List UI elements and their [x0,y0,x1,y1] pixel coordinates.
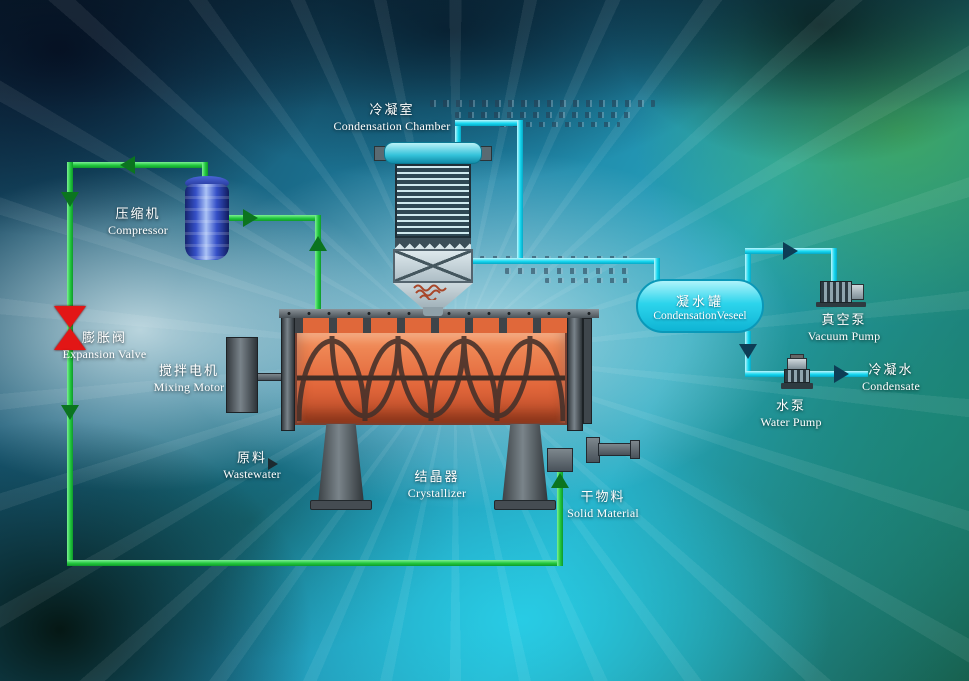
chamber-fins [395,238,471,249]
label-condensation-chamber: 冷凝室 Condensation Chamber [312,102,472,134]
chamber-brace [393,249,473,283]
label-crystallizer: 结晶器 Crystallizer [388,469,486,501]
vessel-vacuum-riser [745,248,751,282]
label-en: Condensate [862,378,920,393]
label-en: Compressor [108,222,168,237]
label-zh: 干物料 [580,489,626,504]
label-vacuum-pump: 真空泵 Vacuum Pump [795,312,893,344]
label-zh: 冷凝水 [868,362,914,377]
agitator-helix [296,335,566,422]
vapor-pipe-chamber-top [455,120,461,148]
label-en: Wastewater [223,466,281,481]
vessel-label-zh: 凝水罐 [675,293,724,309]
label-condensate: 冷凝水 Condensate [843,362,939,394]
pixel-texture [505,268,635,274]
vacuum-pump-base [816,302,866,307]
flow-arrow-right-icon [243,209,258,227]
pixel-texture [430,100,655,107]
flow-arrow-down-icon [739,344,757,359]
label-en: Crystallizer [407,485,467,500]
flow-arrow-down-icon [61,192,79,207]
crystallizer-leg [502,424,548,504]
label-zh: 水泵 [775,398,806,413]
crystallizer-top-segments [295,316,567,333]
chamber-lid [384,142,482,164]
refrigerant-pipe-top [67,162,208,168]
vessel-label-en: CondensationVeseel [653,309,747,322]
label-water-pump: 水泵 Water Pump [742,398,840,430]
compressor [185,184,229,260]
water-pump [784,369,810,383]
label-en: Vacuum Pump [807,328,881,343]
crystallizer-right-flange [583,318,592,424]
mixing-motor [226,337,258,413]
label-zh: 压缩机 [115,206,161,221]
pixel-texture [545,278,635,283]
solids-discharge-chute [547,448,573,472]
label-zh: 原料 [236,450,267,465]
crystallizer-leg [318,424,364,504]
label-en: Condensation Chamber [333,118,451,133]
label-zh: 搅拌电机 [158,363,219,378]
vacuum-pump-motor [851,284,864,300]
steam-squiggle-icon [412,284,456,305]
label-en: Expansion Valve [62,346,147,361]
label-en: Water Pump [760,414,822,429]
label-mixing-motor: 搅拌电机 Mixing Motor [140,363,238,395]
compressor-suction-pipe [202,162,208,186]
crystallizer-jacket-pipe [315,215,321,313]
label-en: Mixing Motor [153,379,225,394]
expansion-valve-icon [54,306,86,328]
label-zh: 冷凝室 [369,102,415,117]
vessel-inlet-pipe [654,258,660,284]
flow-arrow-up-icon [551,473,569,488]
label-zh: 膨胀阀 [81,330,127,345]
pixel-texture [500,122,620,127]
refrigerant-pipe-riser [557,468,563,566]
condensation-vessel: 凝水罐 CondensationVeseel [636,279,764,333]
label-compressor: 压缩机 Compressor [92,206,184,238]
crystallizer-foot [310,500,372,510]
vapor-pipe-top [455,120,523,126]
vapor-pipe-down [517,120,523,264]
side-outlet-pipe [598,443,632,456]
flow-arrow-down-icon [61,405,79,420]
condensate-pipe-to-vessel [471,258,660,264]
refrigerant-pipe-bottom [67,560,563,566]
vacuum-pump [820,281,852,303]
water-pump-inlet-pipe [745,371,793,377]
crystallizer-foot [494,500,556,510]
feed-arrow-icon [268,458,278,470]
crystallizer-right-endplate [567,313,583,431]
vacuum-pump-inlet [831,248,837,282]
label-en: Solid Material [567,505,639,520]
water-pump-base [781,383,813,389]
compressor-discharge-pipe [226,215,321,221]
flow-arrow-left-icon [120,156,135,174]
flow-arrow-right-icon [834,365,849,383]
chamber-coil-stack [395,164,471,238]
side-outlet-cap [630,440,640,459]
label-zh: 结晶器 [414,469,460,484]
chamber-spout [423,307,443,316]
label-solid-material: 干物料 Solid Material [554,489,652,521]
flow-arrow-right-icon [783,242,798,260]
flow-arrow-up-icon [309,236,327,251]
crystallizer-left-endplate [281,313,295,431]
label-expansion-valve: 膨胀阀 Expansion Valve [52,330,157,362]
refrigerant-pipe-left [67,162,73,566]
pixel-texture [455,112,635,118]
label-zh: 真空泵 [821,312,867,327]
expansion-valve-icon [54,328,86,350]
crystallizer-body [295,331,567,425]
label-wastewater: 原料 Wastewater [203,450,301,482]
